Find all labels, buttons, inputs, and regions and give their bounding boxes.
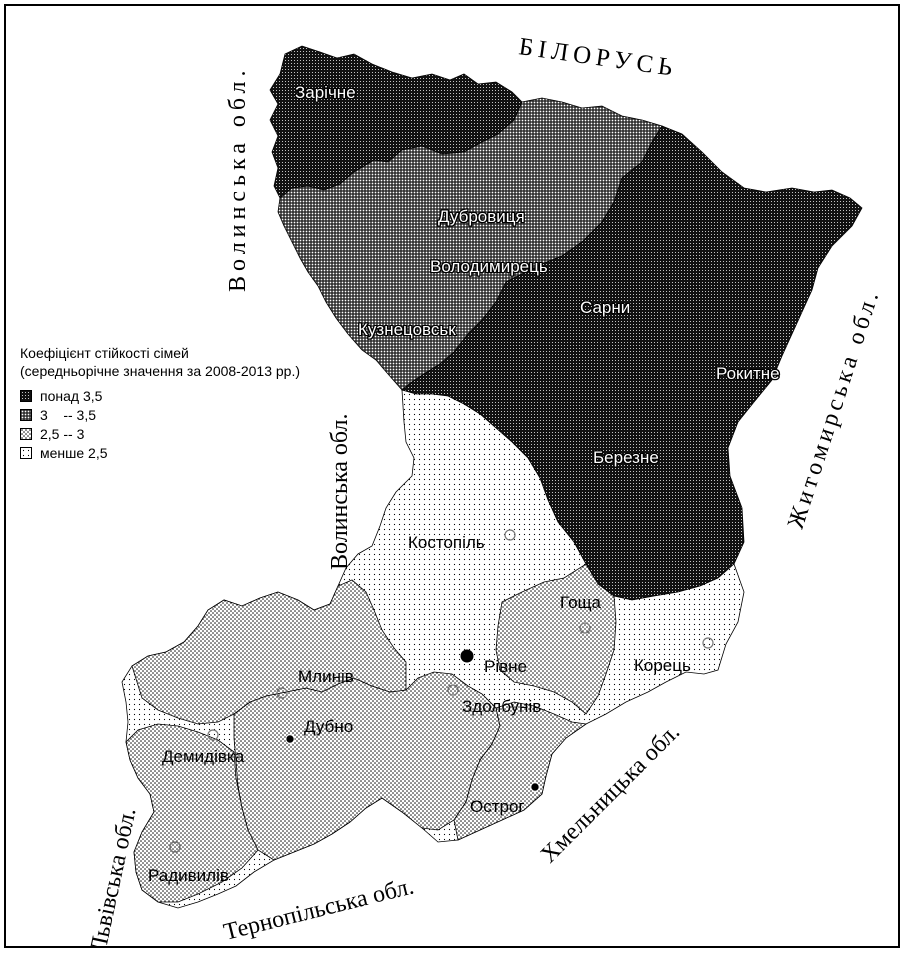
label-ostroh: Острог [470,797,525,816]
legend-label: понад 3,5 [40,387,103,404]
city-marker-dubno [285,734,295,744]
district-radyvyliv[interactable] [125,723,259,903]
label-korets: Корець [634,656,691,675]
legend-label: 2,5 -- 3 [40,425,85,442]
legend-item: 3 -- 3,5 [20,405,300,424]
map-frame: Зарічне Дубровиця Володимирець Сарни Куз… [4,4,900,948]
label-belarus: БІЛОРУСЬ [517,33,679,82]
town-marker-zdolbuniv [447,684,459,696]
legend-title-line2: (середньорічне значення за 2008-2013 рр.… [20,363,300,379]
label-zhytomyr: Житомирська обл. [783,285,885,532]
label-ternopil: Тернопільська обл. [221,873,416,945]
legend-item: менше 2,5 [20,443,300,462]
town-marker-korets [702,637,714,649]
legend-label: менше 2,5 [40,444,108,461]
label-hoshcha: Гоща [560,593,602,612]
label-dubno: Дубно [304,717,353,736]
district-ostroh[interactable] [453,701,588,841]
label-volyn-north: Волинська обл. [225,66,251,293]
label-sarny: Сарни [580,298,630,317]
legend-swatch-p3 [20,408,32,421]
label-radyvyliv: Радивилів [148,866,229,885]
label-rokytne: Рокитне [716,364,780,383]
town-marker-mlyniv [276,687,288,699]
label-volyn-south: Волинська обл. [327,414,353,571]
legend-swatch-p2 [20,427,32,440]
label-zarichne: Зарічне [295,83,356,102]
legend-swatch-p4 [20,389,32,402]
region-map: Зарічне Дубровиця Володимирець Сарни Куз… [85,33,885,948]
town-marker-demydivka [207,729,219,741]
city-marker-ostroh [530,782,540,792]
label-zdolbuniv: Здолбунів [462,697,541,716]
legend-swatch-p1 [20,446,32,459]
town-marker-radyvyliv [169,841,181,853]
label-berezne: Березне [593,448,659,467]
legend-label: 3 -- 3,5 [40,406,97,423]
label-kuznetsovsk: Кузнецовськ [358,320,456,339]
city-marker-rivne [460,649,474,663]
legend-item: понад 3,5 [20,386,300,405]
label-dubrovytsia: Дубровиця [438,207,525,226]
map-legend: Коефіцієнт стійкості сімей (середньорічн… [20,344,300,462]
district-hoshcha[interactable] [495,563,617,715]
legend-title-line1: Коефіцієнт стійкості сімей [20,345,189,361]
label-mlyniv: Млинів [298,667,354,686]
label-lviv: Львівська обл. [85,806,141,948]
legend-item: 2,5 -- 3 [20,424,300,443]
label-rivne: Рівне [484,657,527,676]
label-volodymyrets: Володимирець [430,257,548,276]
district-mlyniv[interactable] [131,579,407,725]
label-kostopil: Костопіль [408,533,485,552]
label-demydivka: Демидівка [162,747,245,766]
town-marker-kostopil [504,529,516,541]
town-marker-hoshcha [579,622,591,634]
legend-title: Коефіцієнт стійкості сімей (середньорічн… [20,344,300,380]
